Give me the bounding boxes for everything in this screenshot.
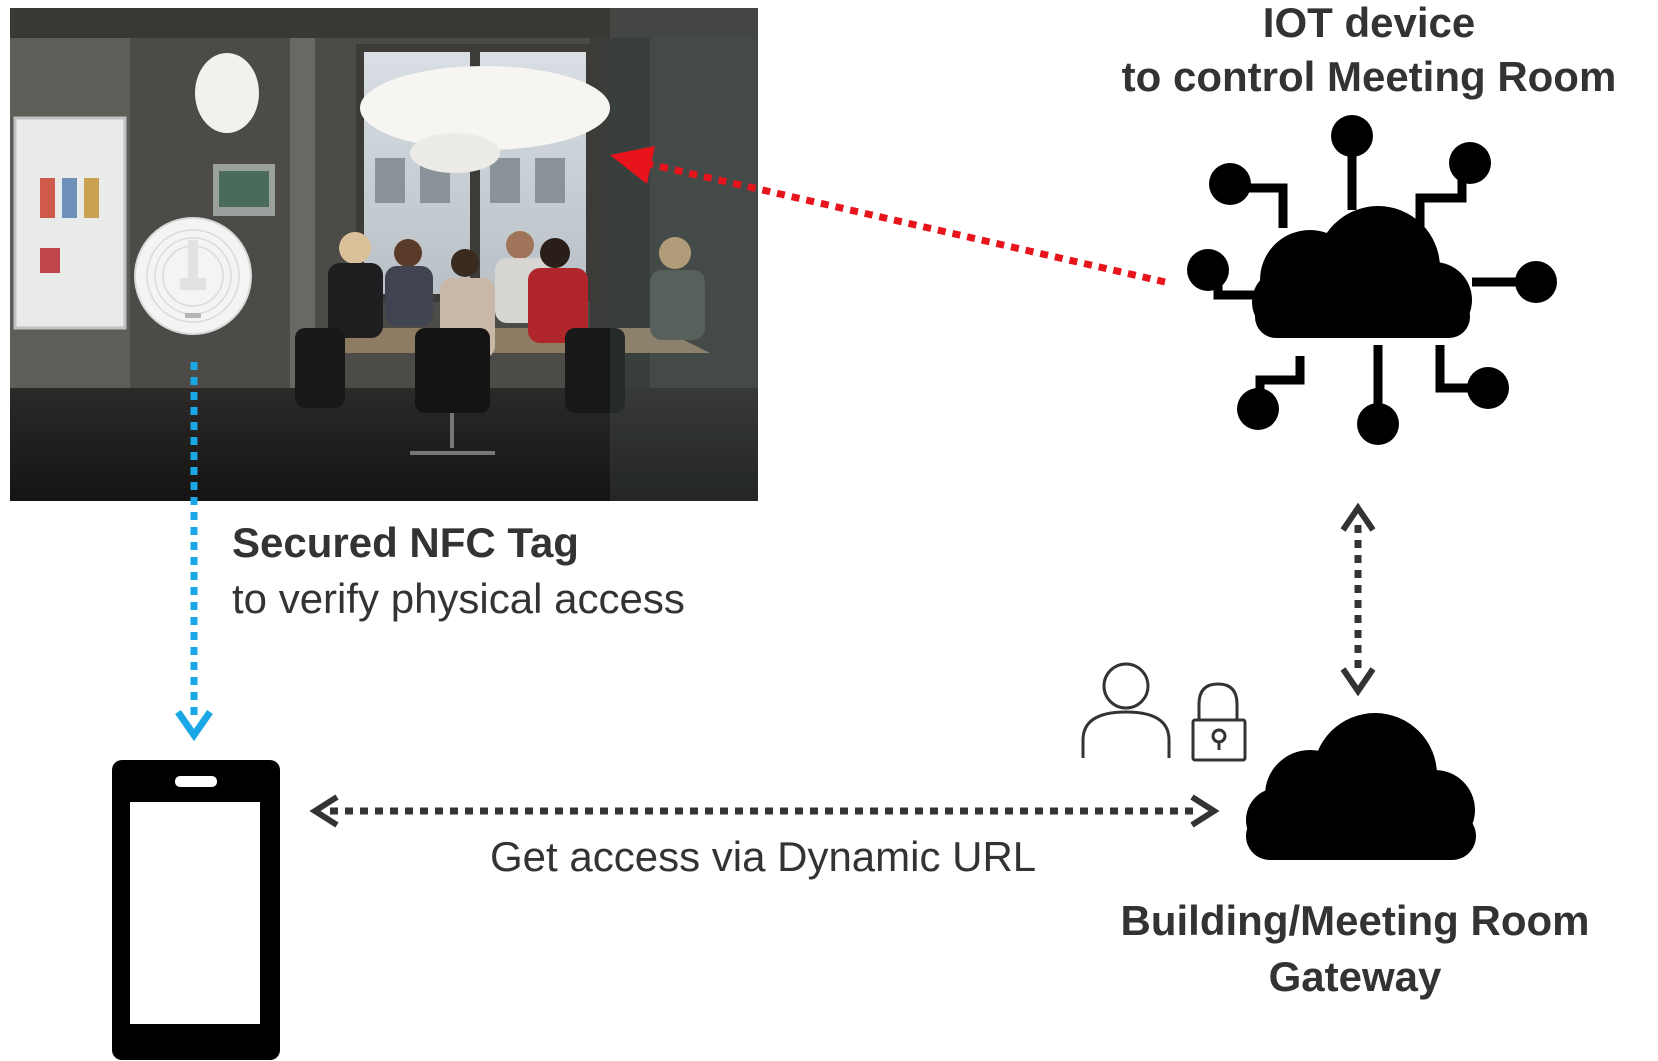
lock-icon xyxy=(1191,682,1247,762)
gateway-title: Building/Meeting Room Gateway xyxy=(1070,897,1640,1001)
nfc-to-phone-arrow xyxy=(175,362,213,742)
iot-title-line1: IOT device xyxy=(1262,0,1476,46)
dynamic-url-label: Get access via Dynamic URL xyxy=(490,833,1037,880)
nfc-tag-caption: Secured NFC Tag to verify physical acces… xyxy=(232,519,685,623)
gateway-cloud-icon xyxy=(1246,713,1476,860)
iot-gateway-arrow xyxy=(1340,502,1376,697)
phone-gateway-arrow xyxy=(309,794,1220,828)
gateway-title-line2: Gateway xyxy=(1268,953,1442,1001)
user-icon xyxy=(1081,662,1171,758)
smartphone-icon xyxy=(112,760,280,1060)
iot-to-room-arrow xyxy=(610,146,1166,286)
iot-title-line2: to control Meeting Room xyxy=(1121,53,1617,101)
nfc-tag-subtitle: to verify physical access xyxy=(232,575,685,623)
iot-device-title: IOT device to control Meeting Room xyxy=(1080,0,1658,100)
iot-cloud-icon xyxy=(1187,115,1557,445)
gateway-title-line1: Building/Meeting Room xyxy=(1120,897,1590,944)
nfc-tag-title: Secured NFC Tag xyxy=(232,519,579,566)
